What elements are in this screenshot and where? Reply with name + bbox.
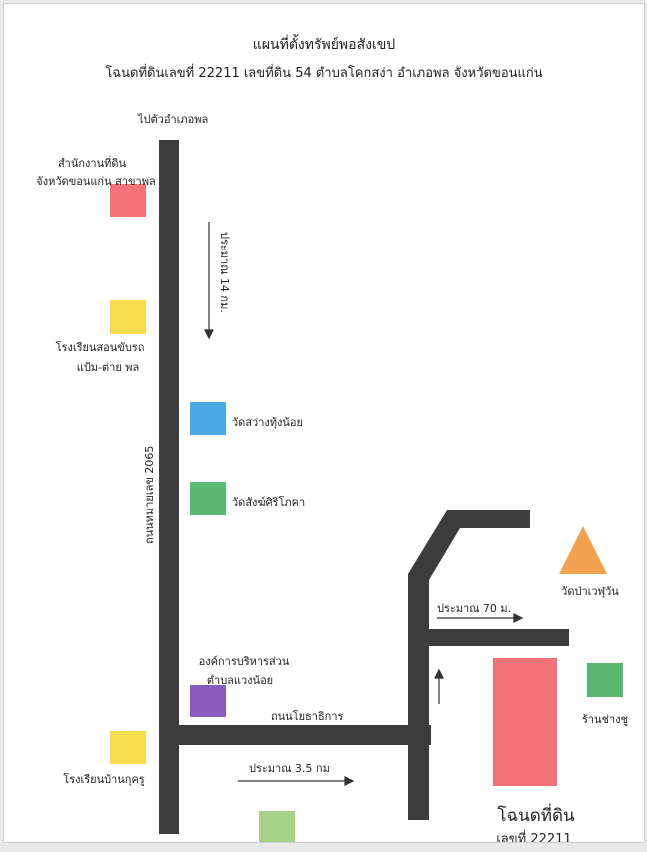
shop-label: ร้านช่างชู <box>581 713 629 726</box>
arrow-right-icon <box>513 613 524 623</box>
arrow-down-icon <box>204 329 214 340</box>
arrow-right-icon <box>344 776 355 786</box>
parcel-label-1: โฉนดที่ดิน <box>497 806 575 826</box>
school-bankukru-marker <box>110 731 146 764</box>
map-sheet: แผนที่ตั้งทรัพย์พอสังเขป โฉนดที่ดินเลขที… <box>3 3 645 843</box>
wat-sawang-label: วัดสว่างทุ้งน้อย <box>232 416 303 429</box>
bottom-landmark-marker <box>259 811 295 842</box>
wat-sangkhi-label: วัดสังฆ์ศิริโภคา <box>232 496 306 509</box>
school-bankukru-label: โรงเรียนบ้านกุครู <box>63 773 145 786</box>
land-office-marker <box>110 184 146 217</box>
map-canvas <box>110 140 623 842</box>
driving-school-label-2: แป้ม-ต่าย พล <box>76 361 140 374</box>
diagonal-road <box>408 510 530 580</box>
side-road <box>177 725 431 745</box>
wat-sangkhi-marker <box>190 482 226 515</box>
main-road <box>159 140 179 834</box>
side-road-label: ถนนโยธาธิการ <box>271 710 344 723</box>
wat-pa-triangle-icon <box>559 526 607 574</box>
map-title: แผนที่ตั้งทรัพย์พอสังเขป <box>252 37 396 53</box>
tao-label-1: องค์การบริหารส่วน <box>198 655 290 668</box>
right-road <box>408 580 429 820</box>
arrows <box>204 222 524 786</box>
shop-marker <box>587 663 623 697</box>
map-subtitle: โฉนดที่ดินเลขที่ 22211 เลขที่ดิน 54 ตำบล… <box>105 66 543 81</box>
distance-14km-label: ประมาณ 14 กม. <box>218 232 231 313</box>
east-road <box>429 629 569 646</box>
tao-office-marker <box>190 685 226 717</box>
main-road-label: ถนนหมายเลข 2065 <box>143 445 156 544</box>
driving-school-label-1: โรงเรียนสอนขับรถ <box>55 341 145 354</box>
distance-3-5km-label: ประมาณ 3.5 กม <box>249 762 330 775</box>
tao-label-2: ตำบลแวงน้อย <box>206 674 274 687</box>
land-office-label-1: สำนักงานที่ดิน <box>57 157 127 170</box>
land-parcel <box>493 658 557 786</box>
wat-sawang-marker <box>190 402 226 435</box>
driving-school-marker <box>110 300 146 334</box>
parcel-label-2: เลขที่ 22211 <box>496 832 572 843</box>
wat-pa-label: วัดป่าเวฬุวัน <box>561 585 619 598</box>
to-town-label: ไปตัวอำเภอพล <box>138 113 209 126</box>
distance-70m-label: ประมาณ 70 ม. <box>437 602 512 615</box>
land-office-label-2: จังหวัดขอนแก่น สาขาพล <box>36 175 156 188</box>
arrow-up-icon <box>434 668 444 679</box>
